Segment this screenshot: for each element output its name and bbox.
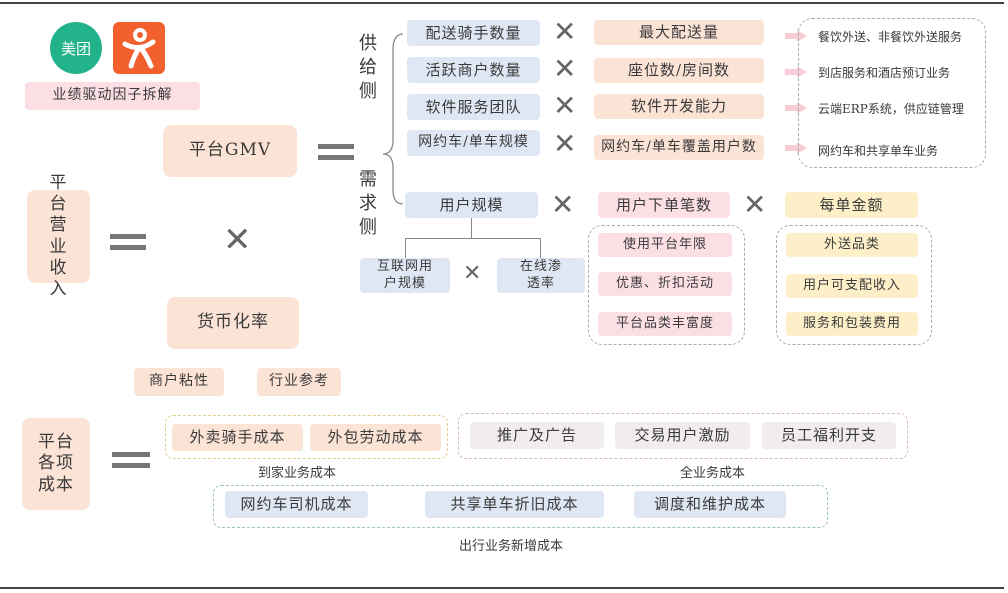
platform-costs-label: 平台各项成本 (38, 432, 74, 495)
merchant-stickiness: 商户粘性 (134, 368, 224, 396)
multiply-icon: ✕ (553, 15, 577, 48)
supply-capacity: 软件开发能力 (594, 94, 764, 119)
home-cost-item: 外包劳动成本 (310, 424, 441, 451)
multiply-icon: ✕ (553, 89, 577, 122)
business-item: 到店服务和酒店预订业务 (818, 66, 951, 80)
platform-revenue: 平台营业收入 (27, 173, 90, 299)
page-title: 业绩驱动因子拆解 (25, 82, 200, 110)
monetization-rate: 货币化率 (167, 297, 299, 349)
amount-drivers-group (776, 225, 932, 345)
supply-capacity: 座位数/房间数 (594, 58, 764, 83)
online-penetration: 在线渗透率 (497, 258, 585, 293)
supply-capacity: 网约车/单车覆盖用户数 (594, 135, 764, 160)
order-amount: 每单金额 (785, 192, 918, 218)
amount-driver: 服务和包装费用 (786, 312, 918, 336)
multiply-icon: ✕ (551, 188, 575, 221)
equals-icon (110, 234, 146, 250)
all-costs-label: 全业务成本 (680, 466, 746, 481)
multiply-icon: ✕ (463, 261, 482, 286)
business-item: 餐饮外送、非餐饮外送服务 (818, 30, 963, 44)
multiply-icon: ✕ (553, 52, 577, 85)
order-count: 用户下单笔数 (598, 192, 730, 218)
business-group (798, 18, 986, 168)
order-driver: 优惠、折扣活动 (598, 272, 732, 296)
multiply-icon: ✕ (223, 220, 252, 260)
travel-costs-label: 出行业务新增成本 (459, 539, 564, 554)
supply-side-label: 供给侧 (359, 33, 377, 102)
multiply-icon: ✕ (743, 188, 767, 221)
platform-revenue-label: 平台营业收入 (49, 172, 68, 299)
supply-factor: 软件服务团队 (407, 94, 540, 120)
home-costs-label: 到家业务成本 (258, 466, 337, 481)
home-costs-group (165, 415, 448, 459)
meituan-logo: 美团 (50, 22, 102, 74)
platform-costs: 平台各项成本 (22, 418, 90, 510)
travel-costs-group (213, 485, 828, 528)
tree-connector (405, 238, 406, 258)
tree-connector (471, 218, 472, 238)
business-item: 网约车和共享单车业务 (818, 144, 939, 158)
equals-icon (318, 144, 354, 160)
supply-capacity: 最大配送量 (594, 20, 764, 45)
demand-side-label: 需求侧 (359, 169, 377, 238)
supply-factor: 配送骑手数量 (407, 20, 540, 46)
order-drivers-group (588, 225, 745, 345)
meituan-logo-text: 美团 (60, 39, 91, 58)
all-cost-item: 交易用户激励 (615, 422, 750, 449)
all-cost-item: 员工福利开支 (762, 422, 896, 449)
bottom-rule (0, 587, 1004, 589)
industry-reference: 行业参考 (257, 368, 341, 396)
amount-driver: 用户可支配收入 (786, 274, 918, 298)
travel-cost-item: 共享单车折旧成本 (425, 491, 604, 518)
brace-icon (382, 33, 404, 205)
internet-user-scale: 互联网用户规模 (360, 258, 450, 293)
tree-connector (540, 238, 541, 258)
arrow-right-icon (785, 30, 807, 42)
order-driver: 平台品类丰富度 (598, 312, 732, 336)
dianping-logo (113, 22, 165, 74)
arrow-right-icon (785, 66, 807, 78)
multiply-icon: ✕ (553, 127, 577, 160)
tree-connector (405, 238, 541, 239)
platform-gmv: 平台GMV (163, 125, 297, 177)
supply-factor: 活跃商户数量 (407, 57, 540, 83)
amount-driver: 外送品类 (786, 233, 918, 257)
equals-icon (112, 452, 150, 468)
arrow-right-icon (785, 142, 807, 154)
all-costs-group (458, 413, 908, 459)
travel-cost-item: 网约车司机成本 (225, 491, 368, 518)
user-scale: 用户规模 (405, 192, 538, 218)
order-driver: 使用平台年限 (598, 233, 732, 257)
home-cost-item: 外卖骑手成本 (172, 424, 303, 451)
dianping-person-icon (122, 28, 156, 69)
top-rule (0, 2, 1004, 4)
arrow-right-icon (785, 102, 807, 114)
travel-cost-item: 调度和维护成本 (634, 491, 786, 518)
supply-factor: 网约车/单车规模 (407, 130, 540, 156)
all-cost-item: 推广及广告 (470, 422, 604, 449)
business-item: 云端ERP系统，供应链管理 (818, 102, 964, 116)
